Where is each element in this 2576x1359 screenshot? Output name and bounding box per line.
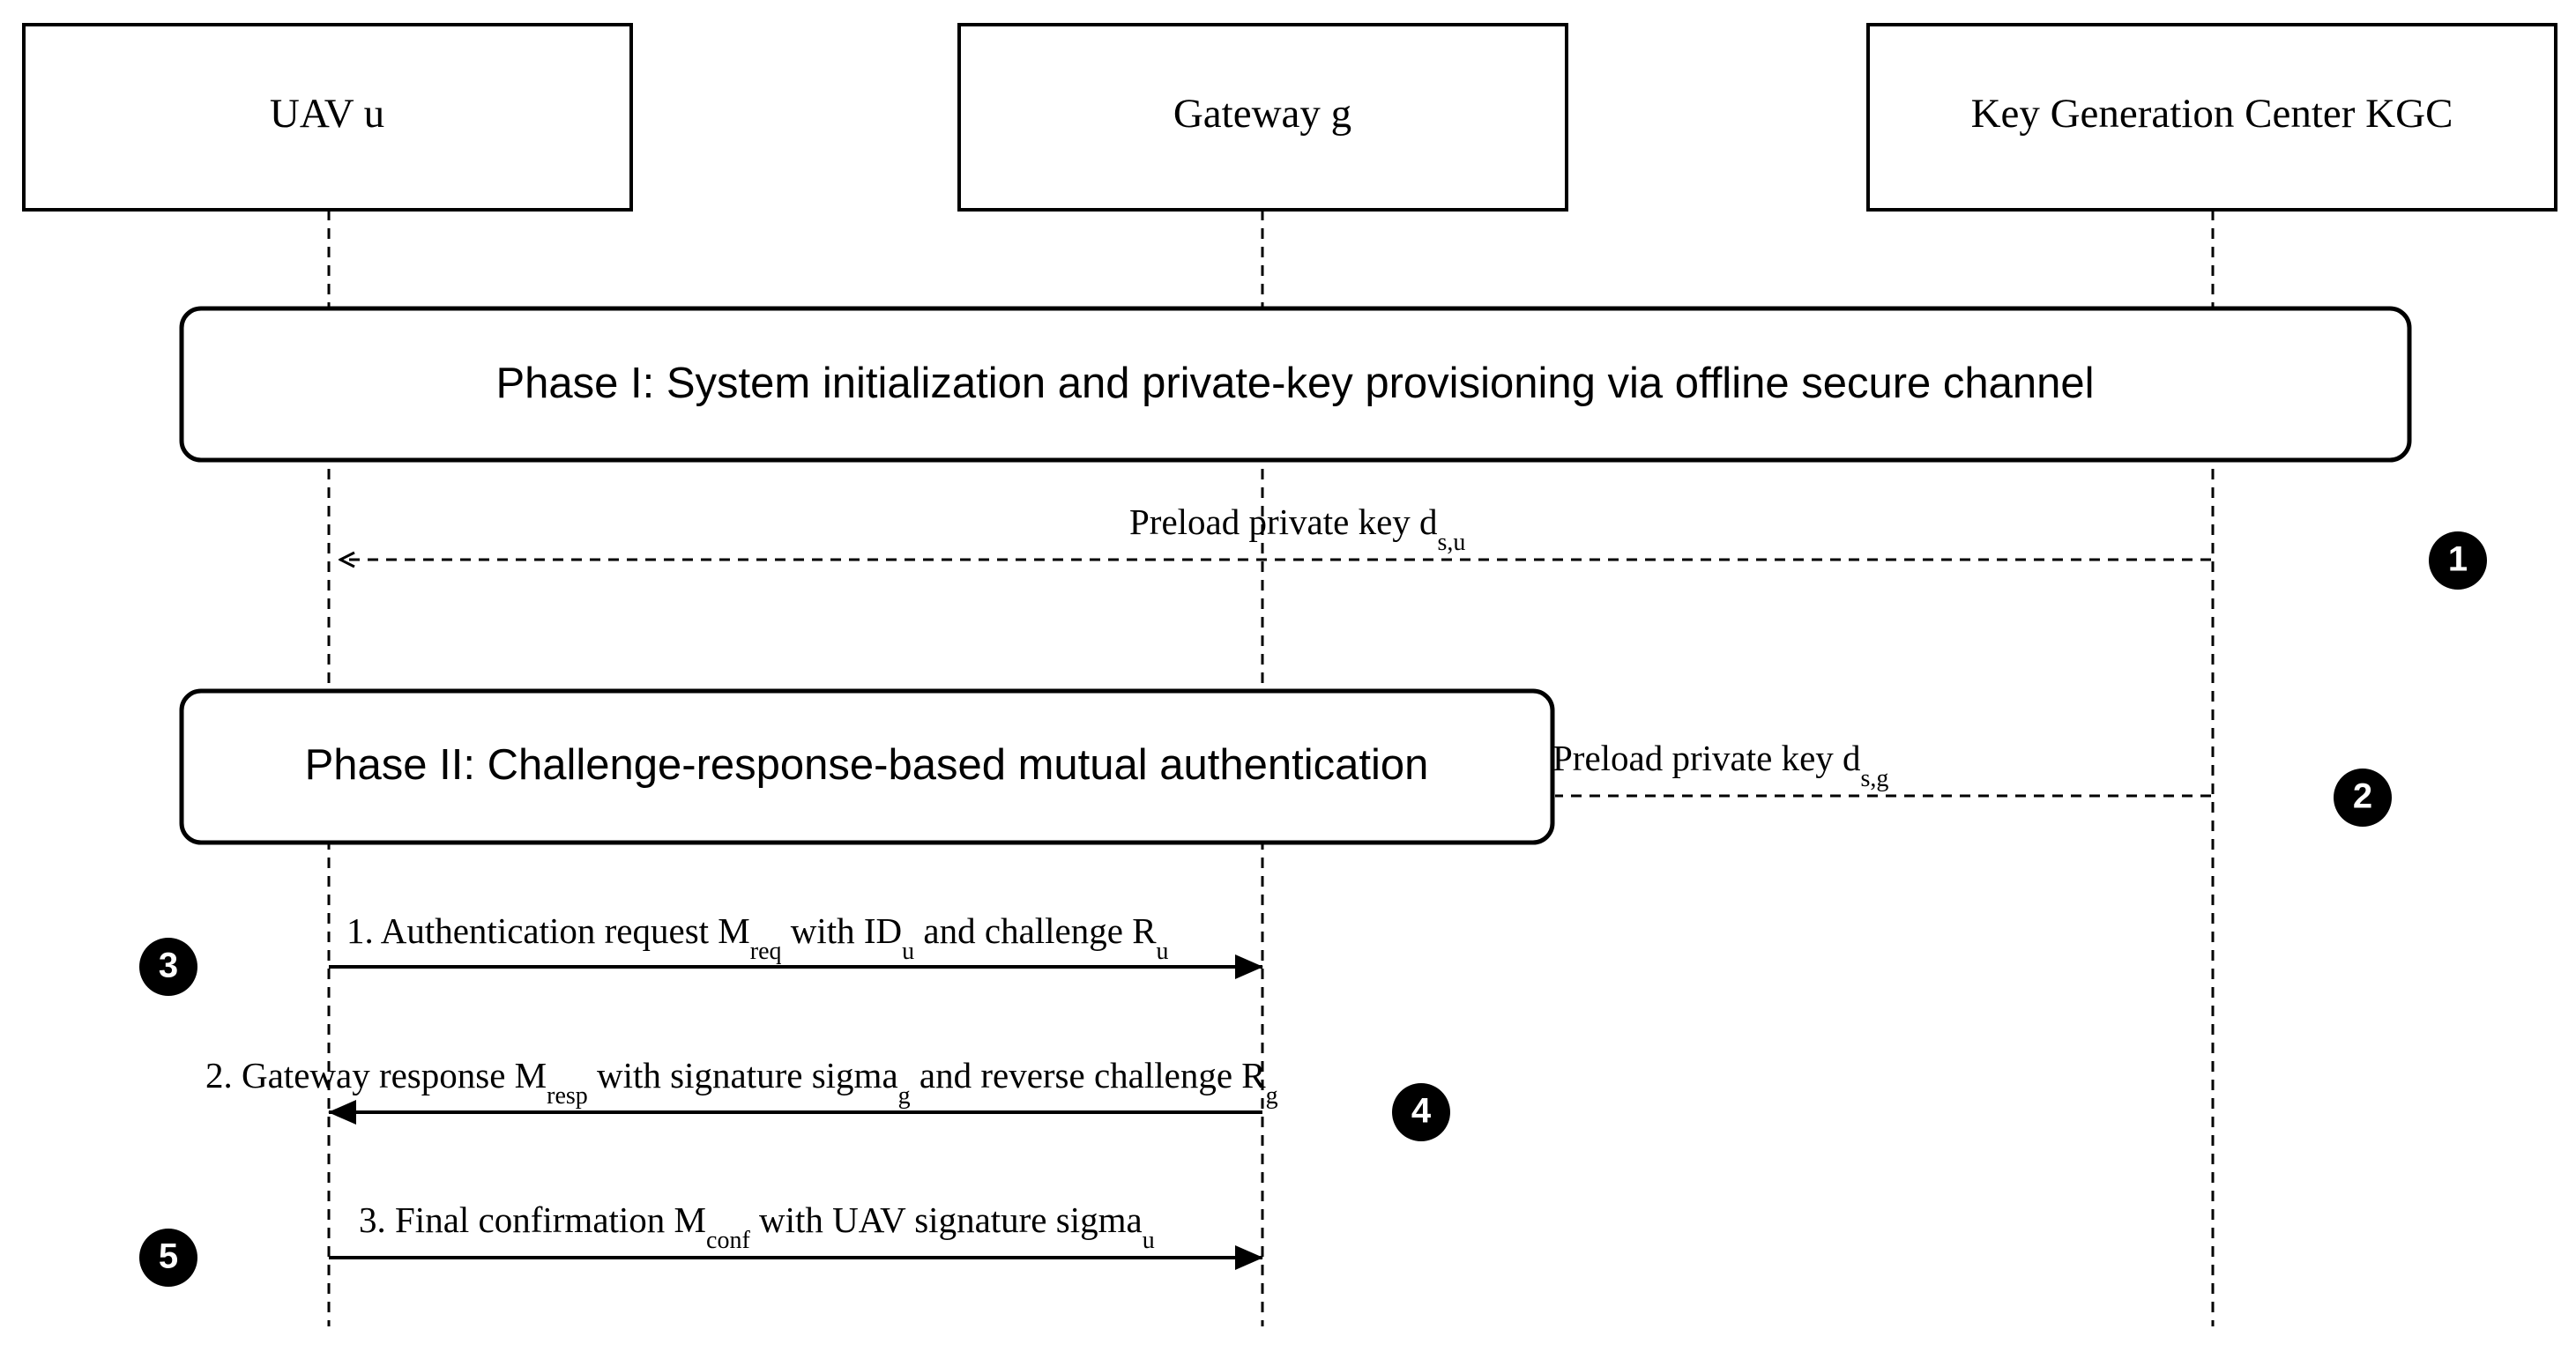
- message-subscript: u: [1157, 938, 1169, 965]
- step-marker-2: 2: [2334, 769, 2392, 827]
- message-subscript: req: [750, 938, 782, 965]
- phase-2-label: Phase II: Challenge-response-based mutua…: [305, 741, 1429, 789]
- message-text: with signature sigma: [588, 1055, 898, 1095]
- svg-text:1: 1: [2448, 540, 2468, 579]
- phase-2-box: Phase II: Challenge-response-based mutua…: [179, 688, 1555, 845]
- message-label-auth-request: 1. Authentication request Mreq with IDu …: [346, 910, 1169, 965]
- message-label-preload-uav: Preload private key ds,u: [1129, 501, 1465, 556]
- message-text: and challenge R: [914, 910, 1157, 951]
- message-label-preload-gateway: Preload private key ds,g: [1552, 738, 1888, 792]
- phase-1-label: Phase I: System initialization and priva…: [495, 360, 2094, 407]
- message-subscript: g: [1266, 1082, 1278, 1110]
- message-subscript: u: [1143, 1227, 1155, 1254]
- message-subscript: conf: [706, 1227, 750, 1254]
- message-text: 2. Gateway response M: [205, 1055, 547, 1095]
- step-marker-5: 5: [139, 1229, 197, 1287]
- actor-kgc: Key Generation Center KGC: [1866, 23, 2557, 212]
- message-text: Preload private key d: [1129, 501, 1438, 542]
- step-marker-3: 3: [139, 938, 197, 996]
- message-subscript: resp: [547, 1082, 588, 1110]
- actor-gateway: Gateway g: [957, 23, 1568, 212]
- message-text: with UAV signature sigma: [750, 1199, 1143, 1240]
- message-label-final-confirmation: 3. Final confirmation Mconf with UAV sig…: [359, 1199, 1155, 1254]
- svg-text:5: 5: [159, 1237, 178, 1276]
- step-marker-1: 1: [2429, 531, 2487, 590]
- message-label-gateway-response: 2. Gateway response Mresp with signature…: [205, 1055, 1278, 1110]
- actor-uav-label: UAV u: [270, 91, 384, 137]
- svg-text:4: 4: [1411, 1092, 1432, 1131]
- step-marker-4: 4: [1392, 1083, 1450, 1141]
- phase-1-box: Phase I: System initialization and priva…: [179, 306, 2412, 463]
- message-text: with ID: [782, 910, 903, 951]
- message-subscript: s,u: [1438, 529, 1466, 556]
- actor-gateway-label: Gateway g: [1173, 91, 1351, 137]
- message-text: and reverse challenge R: [911, 1055, 1267, 1095]
- message-text: 3. Final confirmation M: [359, 1199, 706, 1240]
- message-text: Preload private key d: [1552, 738, 1861, 778]
- actor-uav: UAV u: [22, 23, 633, 212]
- message-subscript: s,g: [1861, 765, 1889, 792]
- svg-text:2: 2: [2353, 777, 2372, 816]
- actor-kgc-label: Key Generation Center KGC: [1971, 91, 2453, 137]
- message-subscript: g: [898, 1082, 911, 1110]
- svg-text:3: 3: [159, 947, 178, 985]
- message-text: 1. Authentication request M: [346, 910, 750, 951]
- message-subscript: u: [902, 938, 914, 965]
